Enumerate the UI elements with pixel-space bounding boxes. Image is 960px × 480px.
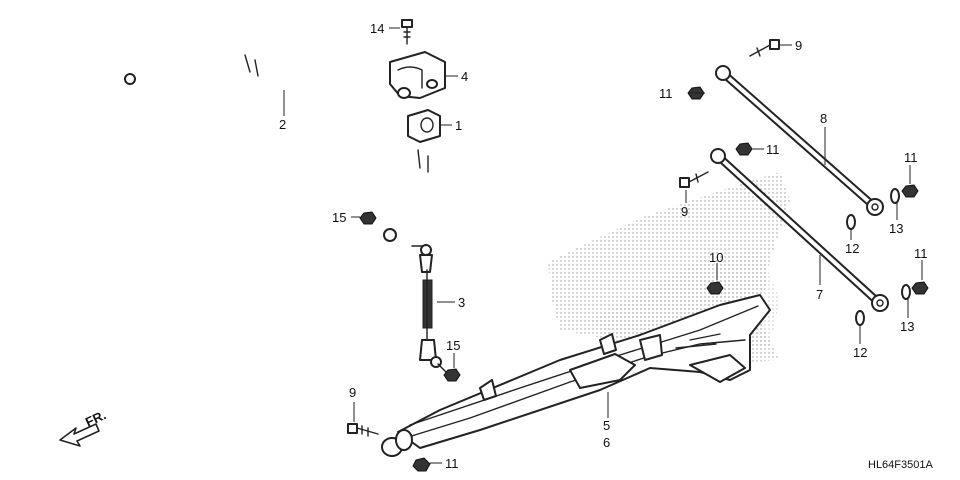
callout-9-lower: 9 <box>349 385 356 400</box>
front-direction-arrow-icon <box>59 423 100 447</box>
upper-control-rod <box>715 65 884 216</box>
bolt-14 <box>401 19 413 45</box>
stabilizer-bar <box>124 43 462 242</box>
washer-13-upper <box>890 188 900 204</box>
washer-12-upper <box>846 214 856 230</box>
nut-10 <box>706 281 724 295</box>
stabilizer-holder <box>389 51 446 99</box>
diagram-code: HL64F3501A <box>868 459 933 471</box>
leader-lines <box>283 27 923 464</box>
callout-15-upper: 15 <box>332 210 346 225</box>
direction-label: FR. <box>83 407 108 429</box>
callout-14: 14 <box>370 21 384 36</box>
bolt-9-lower-rod <box>679 171 709 188</box>
nut-11-lower-rod <box>735 142 753 156</box>
callout-10: 10 <box>709 250 723 265</box>
callout-4: 4 <box>461 69 468 84</box>
nut-11-trailing-arm <box>412 457 431 472</box>
washer-13-lower <box>901 284 911 300</box>
callout-5: 5 <box>603 418 610 433</box>
callout-11-right-upper: 11 <box>904 150 918 165</box>
callout-11-upper-rod: 11 <box>659 86 673 101</box>
callout-11-trailing-arm: 11 <box>445 456 459 471</box>
nut-15-lower <box>443 368 461 382</box>
callout-15-lower: 15 <box>446 338 460 353</box>
callout-13-lower: 13 <box>900 319 914 334</box>
callout-3: 3 <box>458 295 465 310</box>
bolt-9-upper-rod <box>749 39 780 57</box>
nut-11-right-upper <box>901 184 919 198</box>
nut-11-right-lower <box>911 281 929 295</box>
callout-1: 1 <box>455 118 462 133</box>
nut-15-upper <box>359 211 377 225</box>
callout-11-right-lower: 11 <box>914 246 928 261</box>
callout-2: 2 <box>279 117 286 132</box>
bolt-9-trailing-arm <box>347 423 379 437</box>
washer-12-lower <box>855 310 865 326</box>
stabilizer-bushing <box>407 109 441 143</box>
callout-9-upper: 9 <box>795 38 802 53</box>
callout-11-lower-rod: 11 <box>766 142 780 157</box>
callout-9-middle: 9 <box>681 204 688 219</box>
callout-6: 6 <box>603 435 610 450</box>
callout-13-upper: 13 <box>889 221 903 236</box>
trailing-arm <box>381 294 771 457</box>
callout-7: 7 <box>816 287 823 302</box>
callout-12-lower: 12 <box>853 345 867 360</box>
lower-control-rod <box>710 148 889 312</box>
callout-8: 8 <box>820 111 827 126</box>
stabilizer-link <box>411 244 447 373</box>
callout-12-upper: 12 <box>845 241 859 256</box>
